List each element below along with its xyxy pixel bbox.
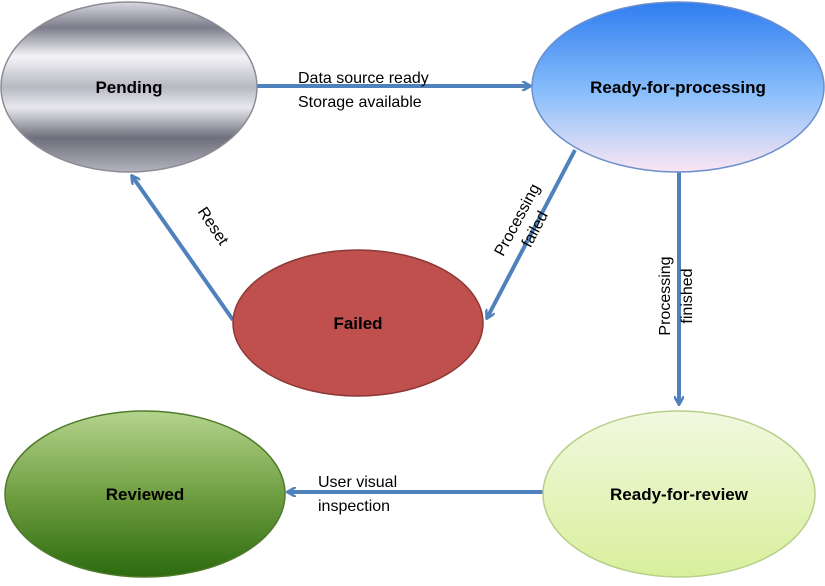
edge-pending-to-ready-label-line2: Storage available [298, 94, 422, 111]
edge-ready-to-review-label-line1: Processing [657, 256, 674, 335]
edge-failed-to-pending-label-line1: Reset [194, 204, 232, 249]
edge-ready-to-review-label: Processing finished [657, 256, 696, 335]
state-ready-for-processing-label: Ready-for-processing [590, 78, 766, 97]
edge-ready-to-review-label-line2: finished [679, 268, 696, 323]
state-ready-for-review: Ready-for-review [542, 410, 816, 578]
edge-review-to-reviewed-label-line2: inspection [318, 498, 390, 515]
state-failed: Failed [232, 249, 484, 397]
edge-ready-to-failed [487, 149, 577, 318]
state-reviewed: Reviewed [4, 410, 286, 578]
edge-failed-to-pending-label: Reset [194, 204, 232, 249]
edge-failed-to-pending [132, 176, 235, 322]
edge-review-to-reviewed-label-line1: User visual [318, 474, 397, 491]
state-ready-for-review-label: Ready-for-review [610, 485, 749, 504]
state-pending: Pending [0, 1, 258, 173]
edge-pending-to-ready-label-line1: Data source ready [298, 70, 429, 87]
state-ready-for-processing: Ready-for-processing [531, 1, 825, 173]
state-pending-label: Pending [95, 78, 162, 97]
state-reviewed-label: Reviewed [106, 485, 184, 504]
state-failed-label: Failed [333, 314, 382, 333]
